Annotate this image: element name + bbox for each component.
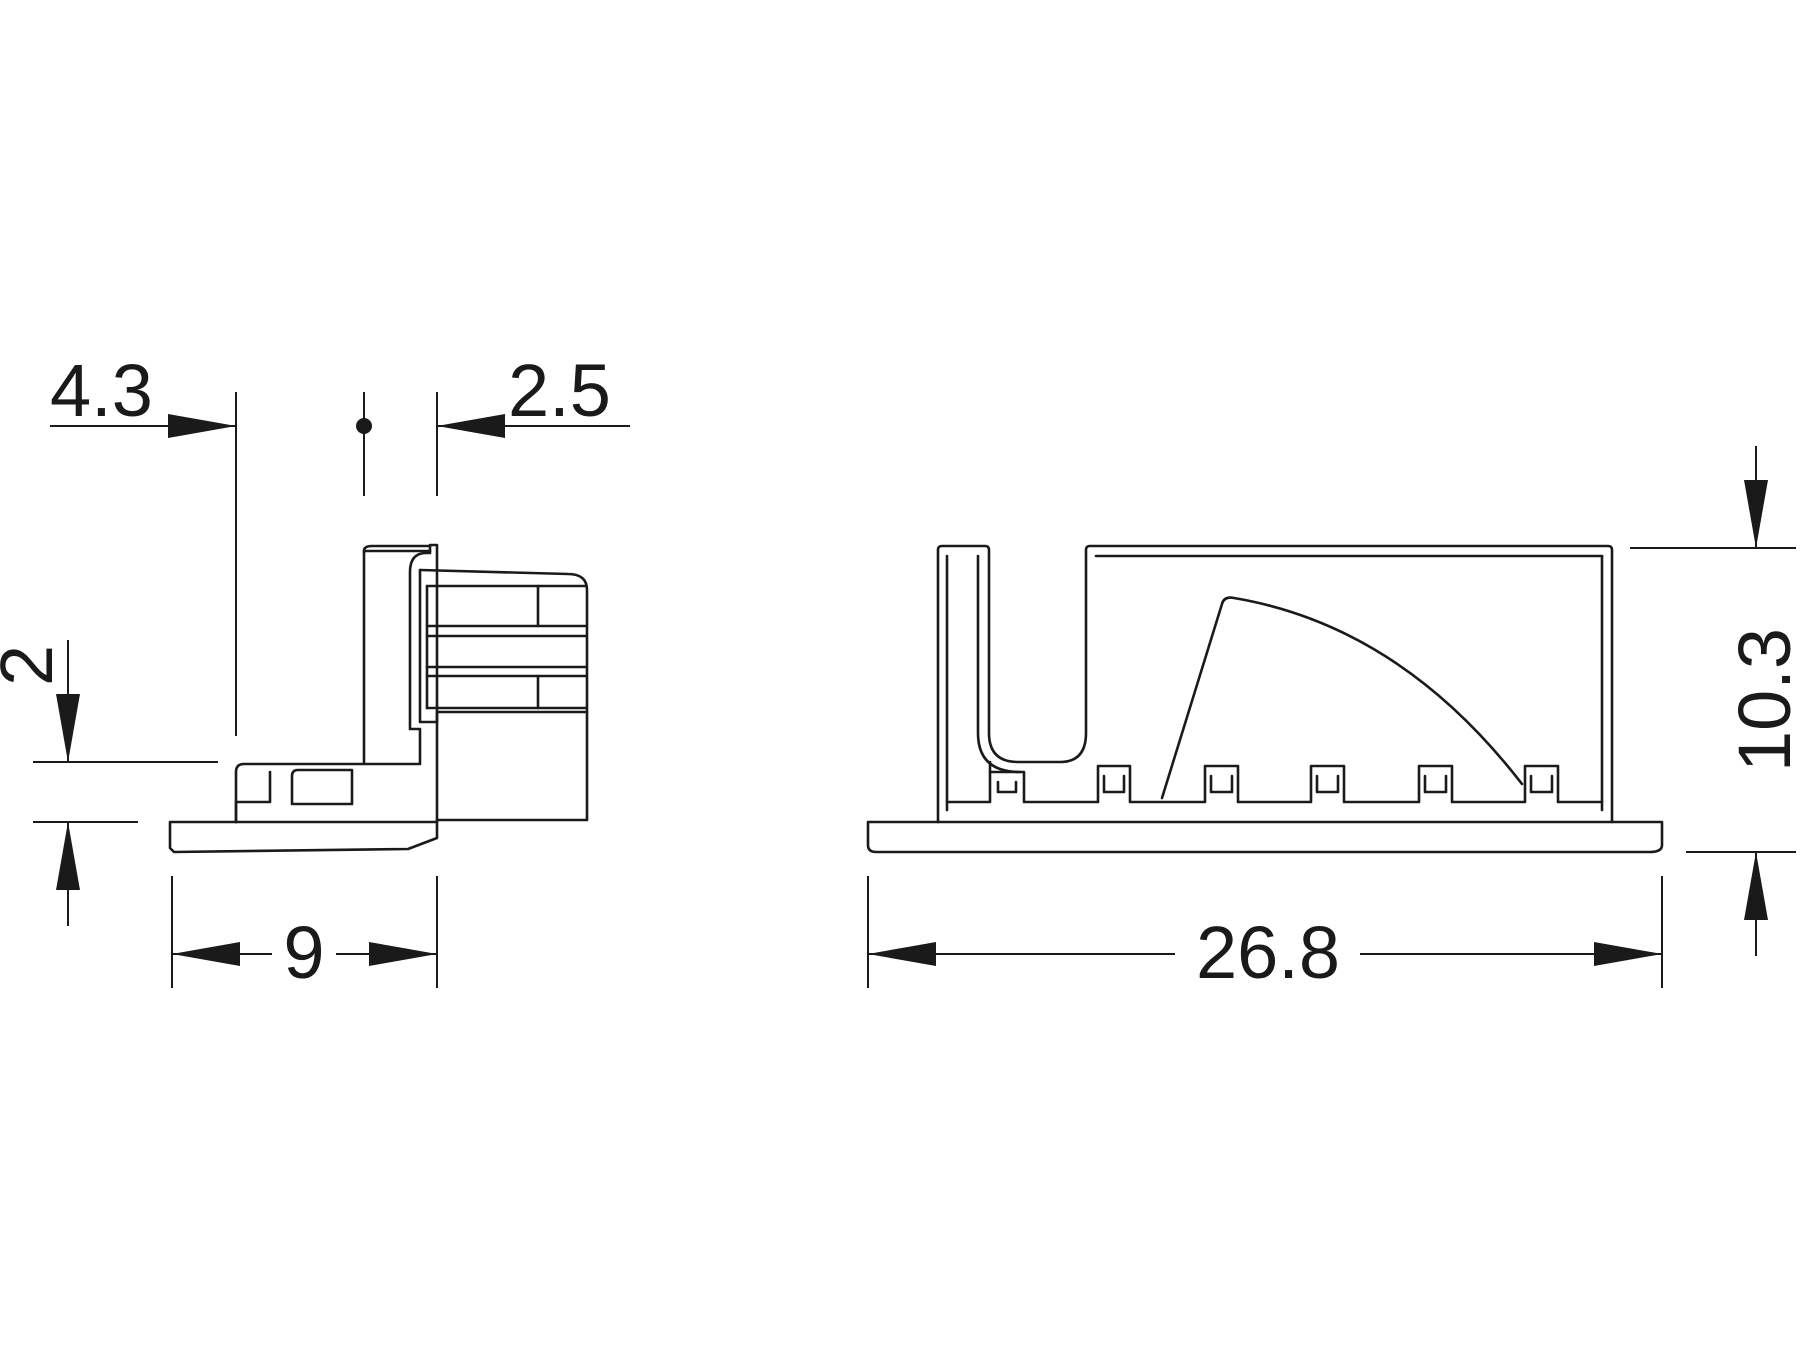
arrow-10.3-top [1744,480,1768,548]
dimension-front-height: 10.3 [1630,446,1800,956]
side-right-block [418,568,589,822]
front-ramp-curve [1160,596,1524,800]
arrow-2-top [56,694,80,762]
side-foot-step [234,770,272,824]
front-body-outline [936,544,1614,824]
dim-label-10.3: 10.3 [1723,628,1800,772]
arrow-26.8-right [1594,942,1662,966]
side-base-plate [168,820,439,854]
side-teeth-1 [425,584,587,710]
arrow-10.3-bottom [1744,852,1768,920]
front-base-plate [866,820,1664,854]
arrow-2.5 [437,414,505,438]
dim-label-26.8: 26.8 [1196,911,1340,994]
dim-label-9: 9 [283,911,324,994]
dim-label-4.3: 4.3 [50,349,153,432]
front-teeth-inner [996,774,1554,794]
dimension-flange-height: 2 [0,640,218,926]
dimension-side-width: 9 [171,876,438,994]
front-teeth-row [945,764,1604,804]
side-right-block-left [418,568,589,724]
arrow-2-bottom [56,822,80,890]
dimension-offsets: 4.3 2.5 [50,349,630,736]
front-view-part [866,544,1664,854]
dim-label-2.5: 2.5 [508,349,611,432]
arrow-4.3 [168,414,236,438]
side-body-top-edge [362,544,432,553]
center-point [356,418,372,434]
dim-label-2: 2 [0,645,68,686]
dimension-front-width: 26.8 [867,876,1663,994]
side-view-part [168,543,589,854]
arrow-9-right [369,942,437,966]
side-body-outline [234,543,439,824]
arrow-9-left [172,942,240,966]
arrow-26.8-left [868,942,936,966]
side-foot-groove [290,768,354,806]
